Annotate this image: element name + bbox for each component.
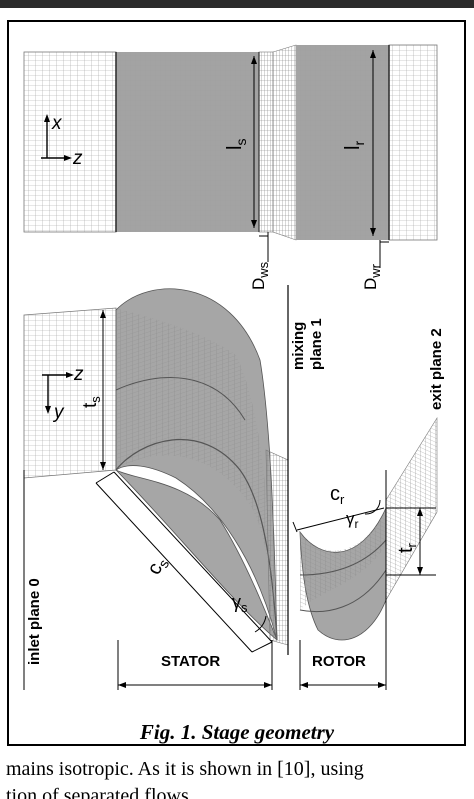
body-text-line-1: mains isotropic. As it is shown in [10],… (6, 758, 364, 780)
rotor-blades (299, 416, 438, 641)
cs-dimension (95, 471, 273, 653)
axis-y-label: y (52, 402, 65, 423)
exit-plane-label: exit plane 2 (428, 328, 445, 410)
tr-label: tr (395, 542, 419, 553)
stator-span-dimension (117, 640, 273, 690)
rotor-label: ROTOR (312, 653, 366, 670)
cr-label: cr (330, 483, 345, 507)
stator-label: STATOR (161, 653, 220, 670)
dwr-label: Dwr (361, 263, 383, 290)
inlet-mesh (23, 307, 117, 479)
body-text-line-2: tion of separated flows (6, 785, 189, 799)
dws-label: Dws (249, 261, 271, 290)
lr-dimension (370, 50, 389, 268)
gamma-r-arc (364, 499, 381, 515)
axis-x-label: x (51, 113, 63, 134)
stator-blades (115, 288, 289, 646)
figure-caption: Fig. 1. Stage geometry (139, 720, 335, 744)
cr-dimension (292, 507, 385, 533)
ls-label: ls (224, 139, 249, 150)
mixing-plane-label-line2: plane 1 (308, 318, 325, 370)
axis-z-bottom-label: z (73, 364, 84, 385)
ls-dimension (251, 56, 269, 262)
axis-z-top-label: z (72, 148, 83, 169)
cs-label: cs (143, 553, 172, 579)
mixing-plane-label-line1: mixing (290, 322, 307, 370)
tr-dimension (386, 507, 436, 576)
gamma-s-arc (254, 615, 267, 633)
ts-label: ts (80, 396, 103, 408)
rotor-span-dimension (299, 640, 386, 690)
gamma-r-label: γr (346, 509, 359, 531)
page-top-bar (0, 0, 474, 8)
xz-axes-icon (41, 114, 72, 161)
gamma-s-label: γs (232, 592, 248, 615)
inlet-plane-label: inlet plane 0 (26, 578, 43, 665)
ts-dimension (100, 310, 106, 470)
zy-axes-icon (42, 372, 74, 414)
lr-label: lr (342, 141, 367, 150)
meridional-mesh (23, 44, 438, 241)
